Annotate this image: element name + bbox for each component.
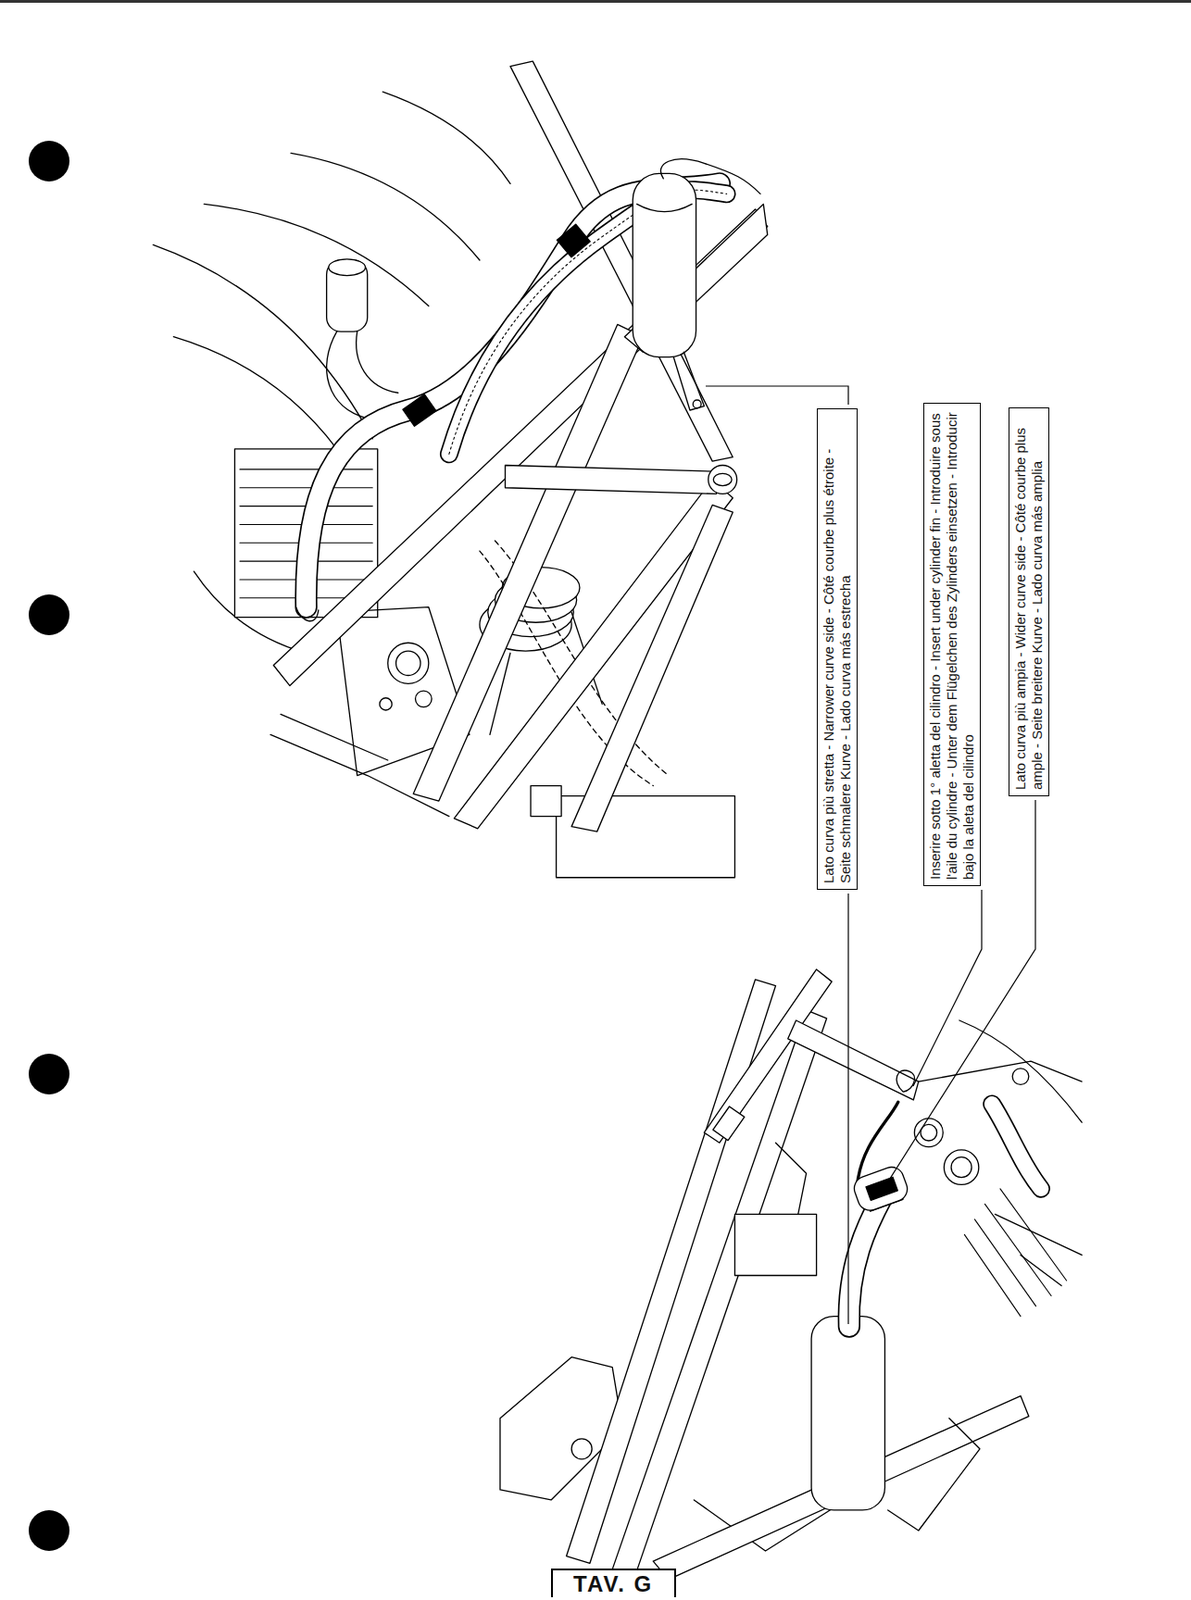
callout-box: Inserire sotto 1° aletta del cilindro - …	[923, 402, 981, 887]
callout-text: Lato curva più stretta - Narrower curve …	[820, 414, 854, 884]
page-edge	[0, 0, 1191, 3]
callout-text: TAV. G	[573, 1571, 654, 1598]
callout-box: Lato curva più stretta - Narrower curve …	[816, 408, 858, 891]
binder-holes	[28, 140, 70, 1552]
leader-lines	[705, 386, 1036, 1325]
upper-drawing	[152, 61, 767, 878]
callout-box: Lato curva più ampia - Wider curve side …	[1008, 407, 1050, 797]
callout-text: Lato curva più ampia - Wider curve side …	[1012, 413, 1046, 790]
callout-text: Inserire sotto 1° aletta del cilindro - …	[927, 409, 978, 880]
plate-tab: TAV. G	[551, 1568, 677, 1598]
lower-drawing	[500, 969, 1082, 1580]
